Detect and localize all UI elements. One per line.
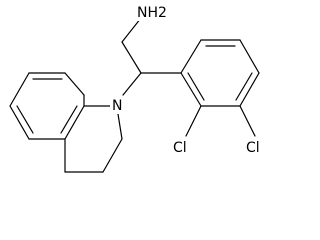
aryl-bond-1 [180, 39, 202, 74]
benzo-bond-3 [9, 72, 30, 107]
benzo-bond-1 [64, 72, 85, 96]
benzo-double-2 [16, 105, 34, 134]
bond-ch-ch2 [121, 41, 142, 74]
dichlorophenyl-ring [180, 39, 260, 107]
cl2-label-bg [172, 138, 194, 156]
bond-c3-cl [239, 105, 256, 137]
amine-label: NH2 [137, 5, 167, 21]
sat-bond-n-c2 [117, 113, 123, 140]
benzo-double-3 [60, 105, 78, 134]
aryl-double-3 [187, 72, 205, 101]
nh2-label-bg [136, 3, 166, 21]
structure-canvas: NH2 N Cl Cl [9, 3, 267, 173]
molecule-diagram: NH2 N Cl Cl [9, 3, 267, 173]
aryl-bond-3 [239, 39, 260, 74]
cl3-label-bg [245, 138, 267, 156]
ring-nitrogen-label: N [112, 98, 122, 114]
benzo-ring [9, 72, 85, 140]
bond-c2-cl [185, 105, 202, 137]
chlorine-2-label: Cl [173, 140, 187, 156]
aryl-bond-6 [180, 72, 202, 107]
ethylamine-chain [121, 17, 142, 74]
benzo-bond-6 [64, 105, 85, 140]
piperidine-ring [64, 105, 123, 173]
bond-ch2-nh2 [121, 17, 142, 43]
bond-ch-n [122, 72, 142, 96]
aryl-double-2 [235, 72, 253, 101]
sat-bond-c2-c3 [102, 138, 123, 173]
benzo-bond-4 [9, 105, 30, 140]
n-label-bg [110, 96, 124, 114]
aryl-bond-4 [239, 72, 260, 107]
chlorine-3-label: Cl [246, 140, 260, 156]
